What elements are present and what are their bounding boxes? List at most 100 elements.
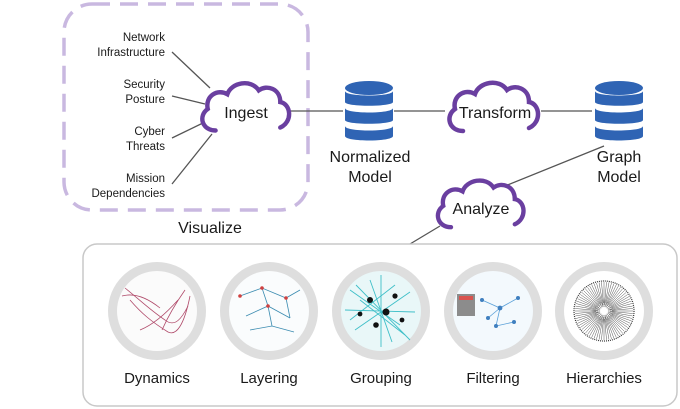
capability-hierarchies: Hierarchies bbox=[555, 262, 653, 387]
radial-line bbox=[607, 303, 633, 311]
normalized-model-database: Normalized Model bbox=[330, 81, 411, 186]
radial-line bbox=[607, 312, 630, 326]
sources-dashed-box bbox=[62, 2, 310, 212]
radial-line bbox=[606, 318, 615, 339]
radial-line bbox=[611, 312, 633, 317]
radial-line bbox=[608, 292, 627, 308]
source-cyber-line2: Threats bbox=[126, 141, 165, 153]
radial-line bbox=[609, 315, 627, 330]
radial-line bbox=[575, 311, 597, 314]
radial-line bbox=[575, 305, 597, 310]
radial-line bbox=[607, 287, 621, 307]
database-icon bbox=[345, 81, 393, 141]
radial-line bbox=[604, 318, 607, 340]
source-security-line1: Security bbox=[123, 79, 165, 91]
radial-line bbox=[585, 316, 600, 334]
radial-line bbox=[581, 314, 600, 330]
radial-line bbox=[611, 308, 633, 311]
radial-line bbox=[604, 282, 607, 306]
radial-line bbox=[610, 294, 628, 307]
radial-line bbox=[575, 308, 599, 311]
radial-line bbox=[608, 317, 621, 335]
line-analyze-panel bbox=[409, 225, 441, 245]
graph-label-line2: Model bbox=[597, 169, 641, 186]
radial-line bbox=[604, 282, 612, 308]
source-labels: Network Infrastructure Security Posture … bbox=[91, 32, 165, 200]
hierarchies-label: Hierarchies bbox=[566, 370, 642, 387]
ingest-cloud: Ingest bbox=[202, 83, 289, 130]
hierarchies-outer-ring-icon bbox=[573, 280, 635, 342]
capability-filtering: Filtering bbox=[444, 262, 542, 387]
radial-line bbox=[577, 313, 599, 324]
layering-label: Layering bbox=[240, 370, 298, 387]
radial-line bbox=[583, 313, 602, 332]
radial-line bbox=[608, 314, 628, 328]
ingest-label: Ingest bbox=[224, 105, 268, 122]
radial-line bbox=[608, 288, 623, 306]
radial-line bbox=[575, 311, 599, 317]
radial-line bbox=[611, 314, 631, 324]
filtering-thumbnail bbox=[453, 271, 533, 351]
graph-label-line1: Graph bbox=[597, 149, 641, 166]
visualize-label: Visualize bbox=[178, 220, 242, 237]
radial-line bbox=[576, 300, 599, 310]
line-mission-ingest bbox=[171, 133, 213, 185]
filtering-bar-icon bbox=[459, 296, 473, 300]
line-security-ingest bbox=[171, 95, 206, 105]
radial-line bbox=[578, 296, 601, 310]
connector-lines bbox=[171, 51, 605, 245]
grouping-label: Grouping bbox=[350, 370, 412, 387]
radial-line bbox=[605, 314, 619, 337]
capability-dynamics: Dynamics bbox=[108, 262, 206, 387]
radial-line bbox=[609, 312, 632, 322]
radial-line bbox=[576, 313, 597, 322]
line-network-ingest bbox=[171, 51, 211, 89]
radial-line bbox=[593, 283, 602, 304]
radial-line bbox=[609, 298, 631, 309]
analyze-cloud: Analyze bbox=[438, 181, 524, 228]
source-mission-line1: Mission bbox=[126, 173, 165, 185]
radial-line bbox=[609, 305, 633, 311]
radial-line bbox=[598, 282, 604, 306]
source-mission-line2: Dependencies bbox=[91, 188, 165, 200]
radial-line bbox=[607, 284, 617, 304]
radial-line bbox=[604, 314, 612, 340]
normalized-label-line1: Normalized bbox=[330, 149, 411, 166]
capability-grouping: Grouping bbox=[332, 262, 430, 387]
radial-line bbox=[589, 314, 603, 337]
radial-line bbox=[611, 300, 632, 309]
radial-line bbox=[601, 282, 604, 304]
database-icon bbox=[595, 81, 643, 141]
radial-line bbox=[580, 315, 598, 328]
radial-line bbox=[607, 311, 633, 319]
radial-line bbox=[598, 318, 603, 340]
radial-line bbox=[605, 285, 619, 308]
radial-line bbox=[581, 292, 599, 307]
line-graph-analyze bbox=[499, 145, 605, 189]
radial-line bbox=[591, 284, 602, 306]
radial-line bbox=[575, 311, 601, 319]
filtering-label: Filtering bbox=[466, 370, 519, 387]
line-cyber-ingest bbox=[171, 121, 206, 139]
hierarchies-radial-icon bbox=[575, 282, 633, 340]
transform-label: Transform bbox=[459, 105, 531, 122]
radial-line bbox=[578, 312, 601, 326]
radial-line bbox=[583, 290, 602, 309]
analyze-label: Analyze bbox=[453, 201, 510, 218]
graph-model-database: Graph Model bbox=[595, 81, 643, 186]
radial-line bbox=[593, 316, 603, 339]
radial-line bbox=[587, 315, 601, 335]
dynamics-thumbnail bbox=[117, 271, 197, 351]
source-network-line2: Infrastructure bbox=[97, 47, 165, 59]
radial-line bbox=[585, 288, 601, 307]
layering-node-icons bbox=[238, 286, 288, 308]
radial-line bbox=[589, 285, 603, 308]
radial-line bbox=[605, 283, 615, 306]
radial-line bbox=[596, 314, 604, 340]
radial-line bbox=[601, 316, 604, 340]
radial-line bbox=[591, 318, 601, 338]
capability-layering: Layering bbox=[220, 262, 318, 387]
grouping-node-icons bbox=[357, 293, 405, 328]
radial-line bbox=[575, 303, 601, 311]
radial-line bbox=[605, 282, 610, 304]
